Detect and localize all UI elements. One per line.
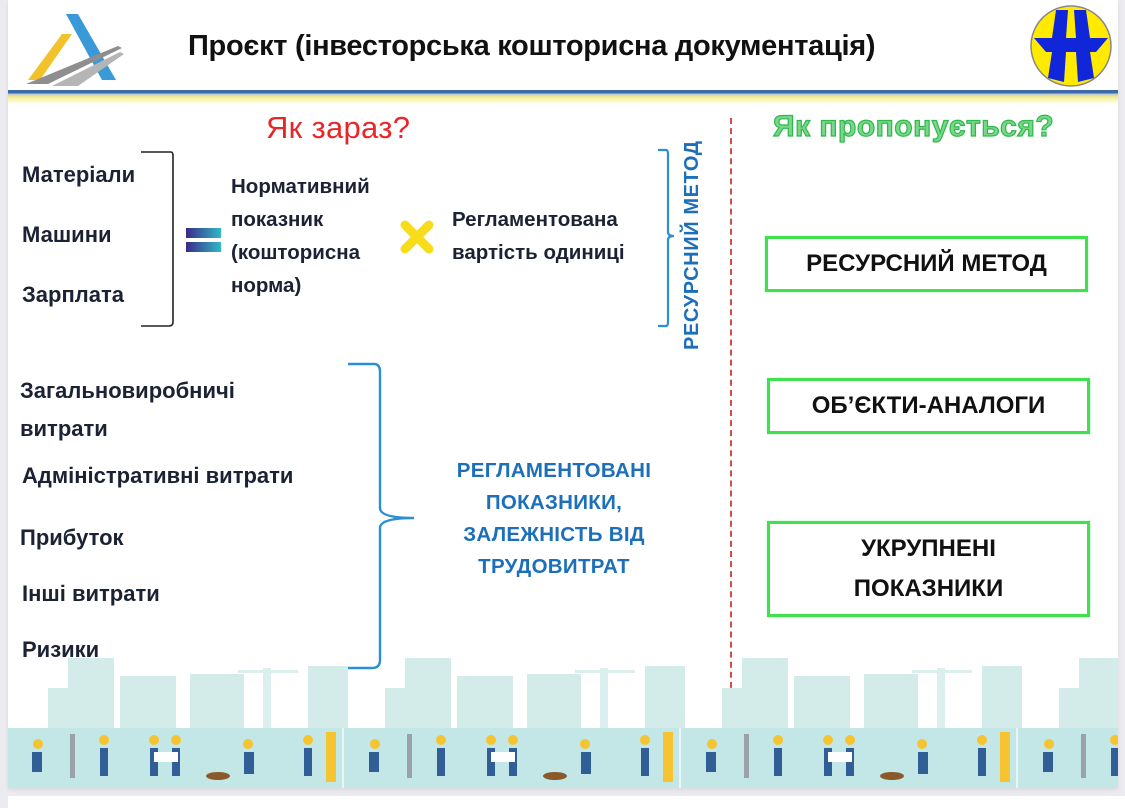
next-slide-edge [8, 796, 1125, 808]
aggregated-line-2: ПОКАЗНИКИ [853, 575, 1004, 602]
overheads-bracket [346, 362, 415, 670]
normative-indicator-text: Нормативний показник (кошторисна норма) [231, 170, 370, 302]
slide: Проєкт (інвесторська кошторисна документ… [8, 0, 1118, 788]
construction-skyline-illustration [8, 658, 1118, 788]
multiply-icon [400, 220, 434, 254]
overhead-other: Інші витрати [22, 581, 160, 606]
header-divider [8, 90, 1118, 104]
analog-objects-label: ОБ’ЄКТИ-АНАЛОГИ [811, 392, 1046, 419]
overhead-administrative: Адміністративні витрати [22, 463, 294, 488]
aggregated-line-1: УКРУПНЕНІ [861, 535, 996, 562]
section-divider [730, 118, 732, 708]
normative-line-1: Нормативний [231, 175, 370, 198]
resource-method-label: РЕСУРСНИЙ МЕТОД [806, 250, 1047, 277]
resource-method-vertical-label: РЕСУРСНИЙ МЕТОД [681, 140, 703, 350]
regulated-line-4: ТРУДОВИТРАТ [478, 555, 630, 578]
unit-cost-text: Регламентована вартість одиниці [452, 203, 625, 269]
proposed-aggregated-indicators-box: УКРУПНЕНІ ПОКАЗНИКИ [767, 521, 1090, 617]
current-heading: Як зараз? [266, 110, 411, 145]
regulated-line-1: РЕГЛАМЕНТОВАНІ [456, 459, 652, 482]
page-title: Проєкт (інвесторська кошторисна документ… [188, 30, 876, 62]
road-agency-logo [26, 14, 124, 86]
resource-method-bracket [658, 148, 675, 328]
highway-emblem [1030, 5, 1112, 87]
regulated-line-3: ЗАЛЕЖНІСТЬ ВІД [463, 523, 645, 546]
resources-bracket [141, 151, 174, 327]
normative-line-4: норма) [231, 274, 302, 297]
overhead-risks: Ризики [22, 637, 100, 662]
regulated-indicators-text: РЕГЛАМЕНТОВАНІ ПОКАЗНИКИ, ЗАЛЕЖНІСТЬ ВІД… [434, 455, 674, 583]
resource-machines: Машини [22, 222, 112, 247]
unit-cost-line-2: вартість одиниці [452, 241, 625, 264]
proposed-analog-objects-box: ОБ’ЄКТИ-АНАЛОГИ [767, 378, 1090, 434]
proposed-heading: Як пропонується? [772, 109, 1055, 143]
equals-icon [186, 228, 221, 252]
normative-line-3: (кошторисна [231, 241, 361, 264]
overhead-profit: Прибуток [20, 525, 124, 550]
unit-cost-line-1: Регламентована [452, 208, 618, 231]
overhead-general-line-2: витрати [20, 416, 108, 441]
normative-line-2: показник [231, 208, 324, 231]
resource-wages: Зарплата [22, 282, 124, 307]
proposed-resource-method-box: РЕСУРСНИЙ МЕТОД [765, 236, 1088, 292]
slide-header: Проєкт (інвесторська кошторисна документ… [8, 0, 1118, 104]
overhead-general-production: Загальновиробничі витрати [20, 372, 235, 448]
overhead-general-line-1: Загальновиробничі [20, 378, 235, 403]
resource-materials: Матеріали [22, 162, 136, 187]
regulated-line-2: ПОКАЗНИКИ, [485, 491, 623, 514]
